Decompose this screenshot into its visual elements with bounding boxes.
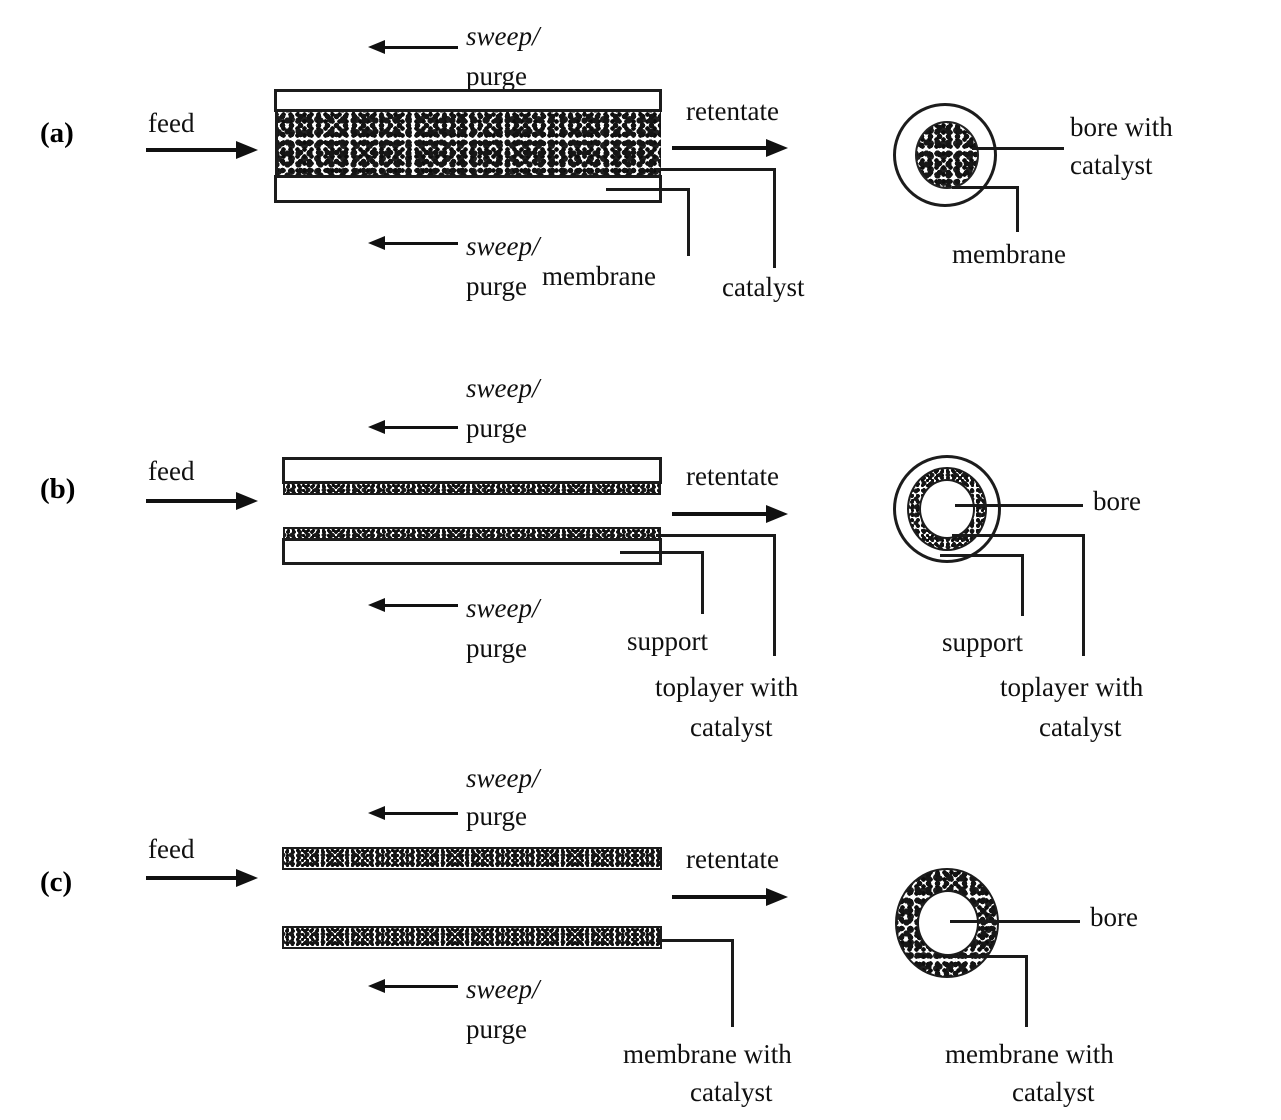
panel-b-xsec-toplayer-leader-v <box>1082 534 1085 656</box>
panel-a-sweep-bottom-arrow <box>368 236 458 250</box>
panel-b-retentate-label: retentate <box>686 461 779 491</box>
panel-b-purge-top-label: purge <box>466 413 527 443</box>
panel-c-membrane-label-1: membrane with <box>623 1039 792 1069</box>
panel-b-xsec-bore-label: bore <box>1093 486 1141 516</box>
panel-b-support-leader-h <box>620 551 704 554</box>
panel-b-toplayer-top <box>283 482 661 495</box>
panel-a-membrane-leader-h <box>606 188 690 191</box>
panel-a-sweep-top-arrow <box>368 40 458 54</box>
panel-a-feed-arrow <box>146 141 258 159</box>
panel-c-sweep-bottom-label: sweep/ <box>466 974 540 1004</box>
panel-a-membrane-top-wall <box>274 89 662 112</box>
panel-b-sweep-top-arrow <box>368 420 458 434</box>
panel-a-xsec-bore-leader <box>972 147 1064 150</box>
panel-c-membrane-leader-v <box>731 939 734 1027</box>
panel-c-catalytic-membrane-top <box>282 847 662 870</box>
panel-c-xsec-bore-leader <box>950 920 1080 923</box>
panel-b-retentate-arrow <box>672 505 788 523</box>
panel-c-xsec-catalytic-membrane-ring <box>895 868 999 978</box>
panel-c-catalytic-membrane-bottom <box>282 926 662 949</box>
panel-b-sweep-bottom-arrow <box>368 598 458 612</box>
panel-a-feed-label: feed <box>148 108 195 138</box>
panel-c-xsec-membrane-leader-v <box>1025 955 1028 1027</box>
panel-c-purge-top-label: purge <box>466 801 527 831</box>
panel-c-feed-arrow <box>146 869 258 887</box>
panel-b-support-leader-v <box>701 551 704 614</box>
panel-b-sweep-bottom-label: sweep/ <box>466 593 540 623</box>
panel-c-purge-bottom-label: purge <box>466 1014 527 1044</box>
panel-b-xsec-toplayer-label-2: catalyst <box>1039 712 1122 742</box>
panel-a-xsec-bore-label-2: catalyst <box>1070 150 1153 180</box>
panel-b-xsec-toplayer-label-1: toplayer with <box>1000 672 1144 702</box>
panel-b-sweep-top-label: sweep/ <box>466 373 540 403</box>
panel-a-sweep-bottom-label: sweep/ <box>466 231 540 261</box>
panel-c-membrane-label-2: catalyst <box>690 1077 773 1107</box>
panel-a-purge-top-label: purge <box>466 61 527 91</box>
panel-c-feed-label: feed <box>148 834 195 864</box>
panel-c-xsec-membrane-label-2: catalyst <box>1012 1077 1095 1107</box>
panel-a-membrane-bottom-wall <box>274 175 662 203</box>
panel-c-sweep-top-label: sweep/ <box>466 763 540 793</box>
panel-a-sweep-top-label: sweep/ <box>466 21 540 51</box>
panel-b-xsec-toplayer-leader-h <box>952 534 1085 537</box>
panel-a-xsec-catalyst-bore <box>915 121 979 189</box>
panel-b-toplayer-label-1: toplayer with <box>655 672 799 702</box>
panel-b-support-bottom <box>282 538 662 565</box>
panel-a-xsec-membrane-label: membrane <box>952 239 1066 269</box>
panel-b-purge-bottom-label: purge <box>466 633 527 663</box>
panel-c-sweep-bottom-arrow <box>368 979 458 993</box>
panel-a-membrane-leader-v <box>687 188 690 256</box>
panel-a-purge-bottom-label: purge <box>466 271 527 301</box>
panel-b-cross-section <box>893 455 1013 575</box>
panel-a-cross-section <box>893 103 1003 213</box>
panel-a-xsec-membrane-leader-h <box>952 186 1019 189</box>
panel-c-xsec-membrane-label-1: membrane with <box>945 1039 1114 1069</box>
panel-a-xsec-bore-label-1: bore with <box>1070 112 1173 142</box>
panel-c-label: (c) <box>40 866 73 898</box>
panel-a-label: (a) <box>40 117 74 149</box>
panel-c-cross-section <box>895 868 1015 988</box>
panel-c-xsec-membrane-leader-h <box>950 955 1028 958</box>
panel-a-catalyst-packed-bore <box>275 112 661 175</box>
panel-a-catalyst-leader-h <box>656 168 776 171</box>
panel-c-sweep-top-arrow <box>368 806 458 820</box>
panel-a-membrane-label: membrane <box>542 261 656 291</box>
panel-b-support-label: support <box>627 626 708 656</box>
panel-a-xsec-membrane-leader-v <box>1016 186 1019 232</box>
panel-b-xsec-bore <box>919 479 975 539</box>
panel-a-catalyst-label: catalyst <box>722 272 805 302</box>
panel-b-support-top <box>282 457 662 484</box>
panel-b-feed-arrow <box>146 492 258 510</box>
panel-a-retentate-arrow <box>672 139 788 157</box>
panel-c-retentate-label: retentate <box>686 844 779 874</box>
panel-c-xsec-bore <box>917 890 979 956</box>
panel-a-retentate-label: retentate <box>686 96 779 126</box>
panel-a-catalyst-leader-v <box>773 168 776 268</box>
panel-b-xsec-bore-leader <box>955 504 1083 507</box>
panel-c-xsec-bore-label: bore <box>1090 902 1138 932</box>
panel-b-label: (b) <box>40 473 76 505</box>
panel-b-toplayer-label-2: catalyst <box>690 712 773 742</box>
panel-b-xsec-support-label: support <box>942 627 1023 657</box>
panel-b-xsec-support-leader-v <box>1021 554 1024 616</box>
panel-b-toplayer-leader-h <box>656 534 776 537</box>
panel-c-retentate-arrow <box>672 888 788 906</box>
panel-c-membrane-leader-h <box>656 939 734 942</box>
panel-b-xsec-support-leader-h <box>940 554 1024 557</box>
panel-b-toplayer-leader-v <box>773 534 776 656</box>
panel-b-feed-label: feed <box>148 456 195 486</box>
